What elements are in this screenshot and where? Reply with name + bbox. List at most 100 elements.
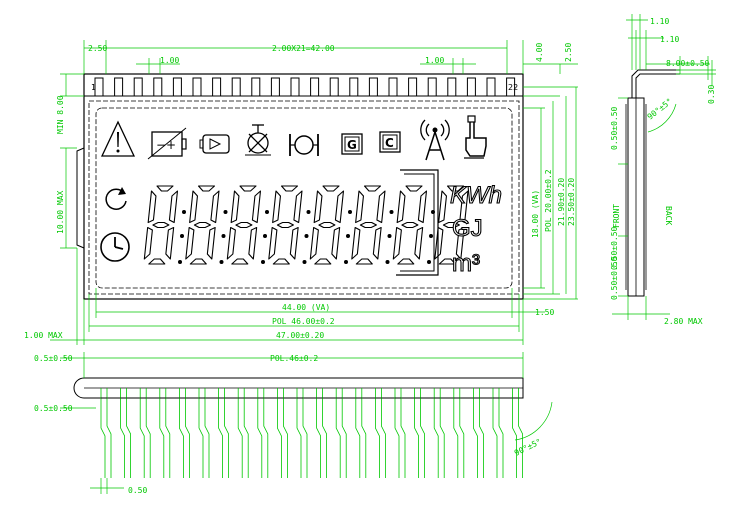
pin-top bbox=[408, 77, 418, 97]
pin-top bbox=[251, 77, 261, 97]
pin-top bbox=[466, 77, 476, 97]
segment bbox=[438, 258, 456, 265]
pin-bottom bbox=[218, 388, 229, 478]
pin-top bbox=[427, 77, 437, 97]
segment bbox=[185, 226, 195, 260]
dim-pol-width: POL 46.00±0.2 bbox=[272, 317, 335, 326]
segment bbox=[355, 190, 365, 224]
segment bbox=[251, 190, 262, 224]
pin-bottom bbox=[179, 388, 190, 478]
warning-icon bbox=[100, 120, 136, 157]
segment bbox=[414, 226, 424, 260]
segment bbox=[331, 226, 341, 260]
pin-top bbox=[212, 77, 222, 97]
pin-bottom bbox=[433, 388, 445, 478]
digit-separator bbox=[302, 210, 311, 264]
bottom-dimension-labels: 0.5±0.50 POL.46±0.2 0.5±0.50 90°±5° 0.50 bbox=[34, 354, 543, 495]
dim-top-right-a: 4.00 bbox=[535, 43, 544, 62]
digit-display bbox=[143, 185, 469, 265]
segment bbox=[272, 190, 282, 224]
bottom-pol-width: POL.46±0.2 bbox=[270, 354, 318, 363]
dim-min-top: MIN 8.00 bbox=[56, 95, 65, 134]
pin-bottom bbox=[100, 388, 112, 478]
segment bbox=[401, 221, 419, 229]
pin-top bbox=[114, 77, 124, 97]
segment bbox=[397, 258, 415, 265]
dim-outer-height-b: 23.50±0.20 bbox=[567, 178, 576, 226]
segment bbox=[152, 221, 170, 229]
digit bbox=[143, 185, 179, 265]
segment bbox=[168, 190, 179, 224]
pin-top bbox=[486, 77, 496, 97]
digit-separator bbox=[344, 210, 352, 264]
side-back-label: BACK bbox=[664, 206, 673, 225]
dim-outer-height-a: 21.90±0.20 bbox=[557, 178, 566, 226]
dim-max-left: 10.00 MAX bbox=[56, 190, 65, 234]
pin-top bbox=[368, 77, 378, 97]
digit-separator bbox=[385, 210, 394, 264]
segment bbox=[434, 226, 444, 260]
pin-bottom bbox=[159, 388, 171, 478]
segment bbox=[417, 190, 428, 224]
segment bbox=[322, 185, 340, 192]
segment bbox=[363, 185, 382, 192]
segment bbox=[276, 221, 294, 229]
side-thickness: 2.80 MAX bbox=[664, 317, 703, 326]
segment bbox=[189, 190, 199, 224]
segment bbox=[230, 190, 240, 224]
dim-max-bottom: 1.00 MAX bbox=[24, 331, 63, 340]
bottom-pin-width: 0.50 bbox=[128, 486, 147, 495]
pin-last-label: 22 bbox=[508, 83, 518, 92]
pin-bottom bbox=[355, 388, 367, 478]
bottom-pins bbox=[100, 388, 523, 478]
pin-top bbox=[290, 77, 300, 97]
digit bbox=[351, 185, 386, 265]
unit-kwh: KWh bbox=[450, 182, 502, 209]
pin-top bbox=[94, 77, 104, 97]
radio-antenna-icon bbox=[420, 119, 450, 161]
segment bbox=[334, 190, 345, 224]
bottom-dimensions bbox=[60, 352, 553, 494]
g-box-icon: G bbox=[341, 133, 363, 155]
pin-top bbox=[388, 77, 398, 97]
digit-separator bbox=[219, 210, 228, 264]
segment bbox=[313, 190, 323, 224]
pin-bottom bbox=[120, 388, 131, 478]
side-dim-f: 0.50±0.50 bbox=[610, 226, 619, 270]
segment bbox=[193, 221, 211, 229]
segment bbox=[309, 226, 319, 260]
pin-bottom bbox=[237, 388, 249, 478]
digit-separator bbox=[178, 210, 186, 264]
segment bbox=[231, 258, 249, 265]
segment bbox=[455, 226, 465, 260]
dim-va-width: 44.00 (VA) bbox=[282, 303, 330, 312]
segment bbox=[442, 221, 460, 229]
segment bbox=[351, 226, 361, 260]
segment bbox=[268, 226, 278, 260]
segment bbox=[147, 190, 157, 224]
digit bbox=[392, 185, 428, 265]
side-dim-e: 0.50±0.50 bbox=[610, 106, 619, 150]
side-dim-b: 1.10 bbox=[660, 35, 679, 44]
pin-top bbox=[506, 77, 516, 97]
pin-top bbox=[133, 77, 143, 97]
refresh-icon bbox=[105, 187, 127, 210]
segment bbox=[392, 226, 402, 260]
segment bbox=[239, 185, 257, 192]
pin-bottom bbox=[335, 388, 347, 478]
side-dim-g: 0.50±0.50 bbox=[610, 256, 619, 300]
segment bbox=[372, 226, 382, 260]
display-bracket-inner bbox=[400, 173, 435, 272]
bottom-dim-a: 0.5±0.50 bbox=[34, 354, 73, 363]
segment bbox=[376, 190, 386, 224]
front-view: 1 22 −+ bbox=[76, 73, 524, 300]
dim-edge-left: 2.50 bbox=[88, 44, 107, 53]
pin-bottom bbox=[394, 388, 406, 478]
segment bbox=[314, 258, 332, 265]
pin-bottom bbox=[414, 388, 425, 478]
pin-bottom bbox=[473, 388, 484, 478]
battery-icon bbox=[199, 134, 230, 154]
hand-key-icon bbox=[464, 115, 487, 159]
pin-bottom bbox=[257, 388, 269, 478]
